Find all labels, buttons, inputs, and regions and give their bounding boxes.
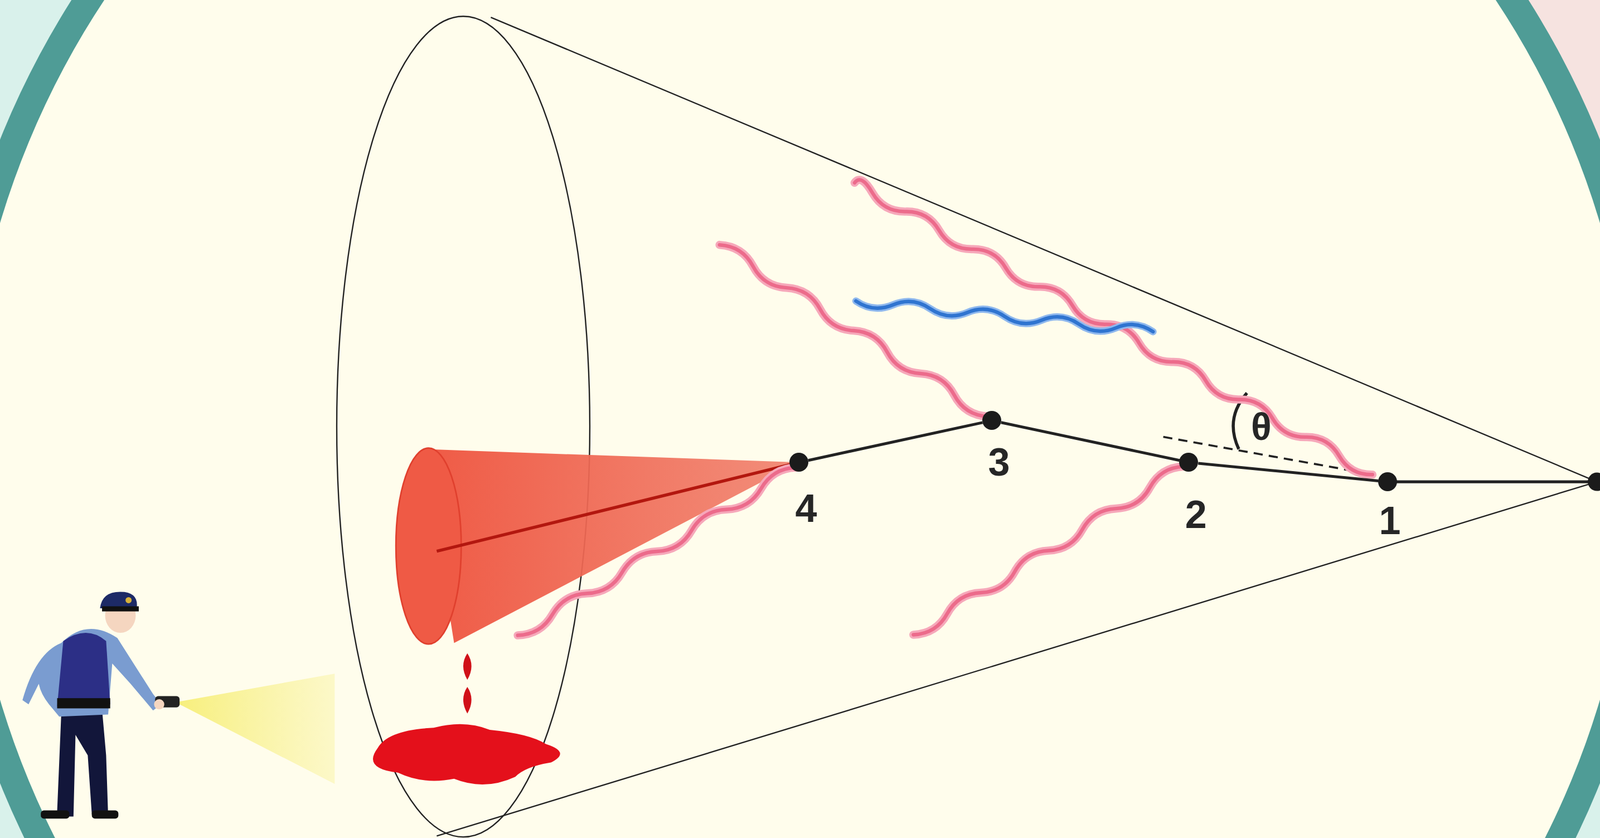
wave — [514, 462, 799, 640]
blood-drop — [463, 653, 472, 681]
police-officer — [22, 591, 335, 819]
cap-band — [102, 605, 139, 612]
blood-puddle — [372, 724, 561, 785]
flashlight-beam — [175, 673, 336, 784]
vest — [57, 632, 111, 707]
trousers — [40, 709, 109, 817]
shoe — [40, 810, 70, 819]
callout-number: 1 — [1378, 501, 1401, 541]
photon-wave — [855, 296, 1154, 337]
jet-axis — [1387, 480, 1597, 484]
wave — [514, 462, 799, 640]
gluon-waves — [514, 177, 1375, 640]
callout-number: 4 — [795, 488, 818, 528]
cone-side — [490, 17, 1597, 482]
segment-line — [1001, 422, 1180, 461]
wave — [716, 240, 991, 422]
shirt — [22, 628, 162, 717]
cap — [99, 591, 137, 609]
jet-segment — [808, 422, 983, 461]
photon-wave — [855, 296, 1154, 337]
jet-segment — [1198, 463, 1379, 481]
hand — [153, 699, 164, 710]
wave — [910, 461, 1187, 640]
red-cone — [423, 449, 800, 644]
cone-base — [336, 16, 590, 837]
callout-number: 2 — [1185, 495, 1207, 535]
segment-line — [808, 422, 983, 461]
wave — [716, 240, 991, 422]
callout-number: 3 — [987, 442, 1010, 482]
apex-dot — [1587, 472, 1600, 492]
blood-drop — [463, 686, 472, 714]
angle-label: θ — [1251, 407, 1272, 446]
badge — [125, 597, 132, 604]
shoe — [91, 810, 119, 819]
wave — [910, 461, 1187, 640]
jet-segment — [1001, 422, 1180, 461]
belt — [57, 697, 111, 709]
segment-line — [1198, 463, 1379, 481]
